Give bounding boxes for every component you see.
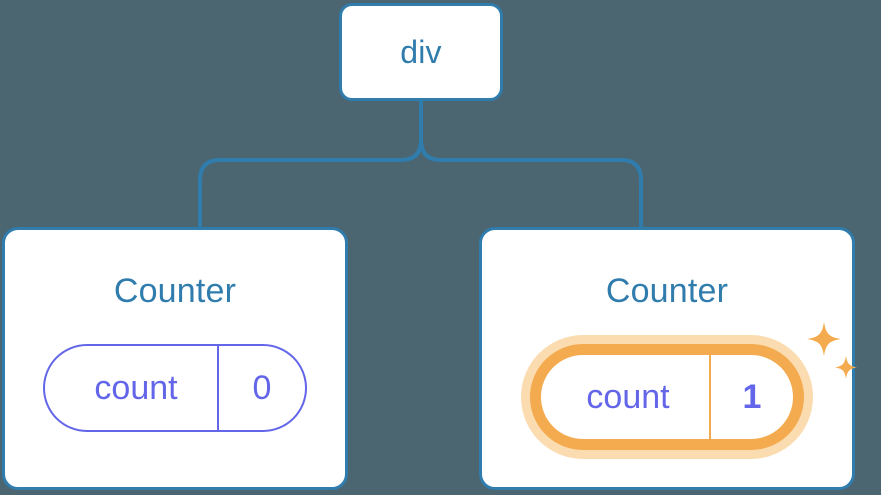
node-counter-right[interactable]: Counter count 1: [479, 227, 857, 490]
node-div[interactable]: div: [339, 3, 503, 101]
state-value-left: 0: [217, 346, 305, 430]
connector-to-right-child: [419, 101, 643, 227]
state-key-right: count: [586, 378, 670, 416]
state-pill-right: count 1: [530, 322, 857, 450]
state-pill-left: count 0: [43, 344, 307, 432]
node-counter-left[interactable]: Counter count 0: [2, 227, 348, 490]
state-pill-right-body[interactable]: count 1: [530, 344, 804, 450]
sparkles-icon: [807, 322, 857, 379]
state-key-left: count: [94, 369, 178, 407]
node-div-label: div: [400, 34, 442, 70]
state-value-right: 1: [709, 355, 793, 439]
node-counter-left-label: Counter: [113, 272, 237, 310]
state-pill-left-body[interactable]: count 0: [43, 344, 307, 432]
node-counter-right-label: Counter: [605, 272, 729, 310]
connector-to-left-child: [198, 101, 423, 227]
